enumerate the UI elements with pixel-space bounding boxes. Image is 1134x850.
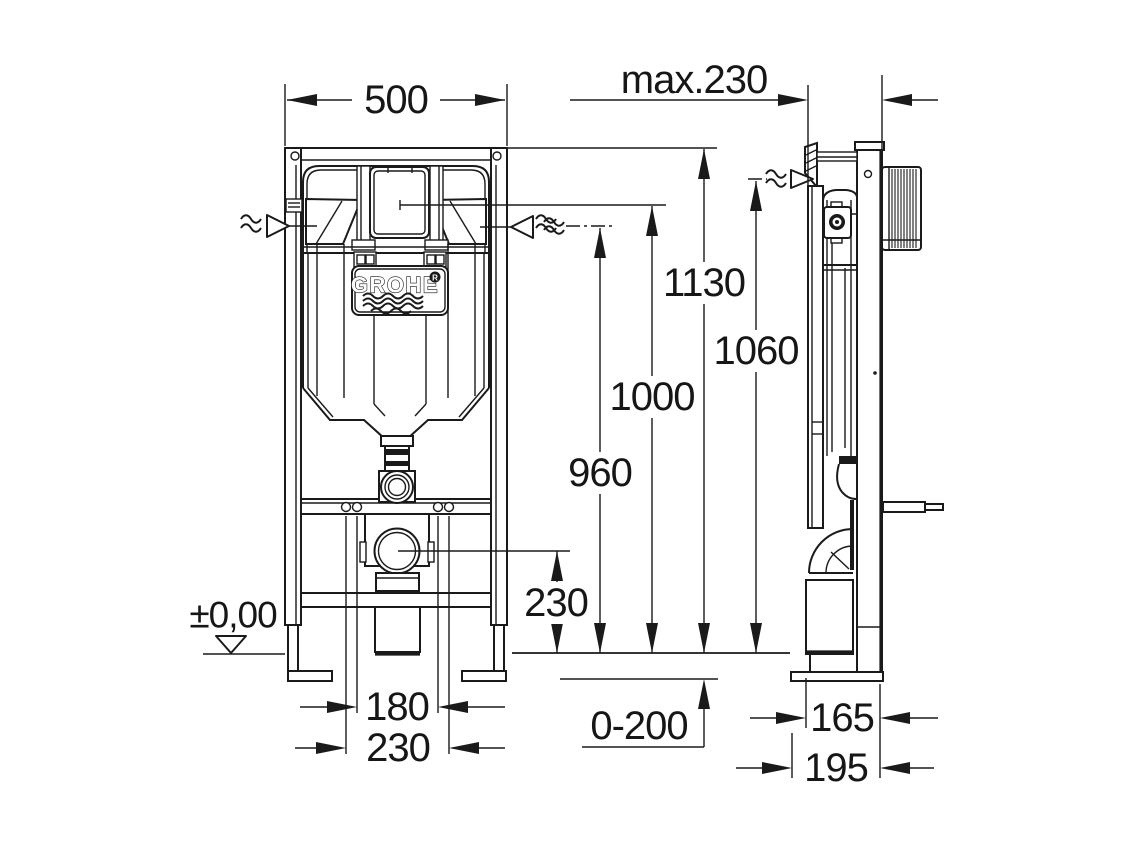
- dim-label-floor-level: ±0,00: [189, 595, 277, 636]
- grohe-logo-plate: GROHE R: [350, 265, 449, 316]
- connection-rod: [882, 501, 944, 513]
- actuator-unit: [823, 201, 852, 244]
- dim-bolt-spacing-outer: 230: [295, 726, 505, 770]
- dim-label-supply-height: 960: [568, 451, 632, 495]
- flush-pipe: [378, 435, 416, 504]
- dim-label-foot-adjustment: 0-200: [590, 704, 687, 748]
- fixing-rods: [340, 501, 455, 754]
- frame-screw-hole-right: [492, 151, 502, 161]
- mounting-frame: [284, 147, 508, 682]
- frame-front-profile: [807, 185, 824, 529]
- flush-bend-flange: [380, 470, 414, 504]
- dimensions: 500 max.230 1130: [189, 58, 938, 790]
- dim-label-frame-depth: 165: [810, 696, 874, 740]
- dim-label-outlet-height: 230: [524, 581, 588, 625]
- dim-frame-depth: 165: [750, 678, 938, 778]
- dim-label-bolt-spacing-outer: 230: [366, 726, 430, 770]
- foot-plate-right: [461, 670, 507, 682]
- dim-bolt-spacing-inner: 180: [300, 685, 505, 729]
- side-foot-plate: [790, 671, 884, 682]
- dim-label-actuator-height: 1000: [610, 375, 695, 419]
- dim-label-side-height: 1060: [714, 329, 799, 373]
- dim-actuator-height: 1000: [608, 206, 696, 653]
- dim-side-height: 1060: [712, 181, 800, 653]
- grohe-waves-icon: [362, 292, 424, 315]
- dim-footplate-depth: 195: [736, 733, 934, 790]
- dim-max-depth: max.230: [570, 58, 938, 185]
- wall-anchor-block: [880, 166, 922, 251]
- dim-label-total-height: 1130: [663, 261, 745, 305]
- wall-bracket: [804, 141, 858, 190]
- dim-label-bolt-spacing-inner: 180: [365, 685, 429, 729]
- side-view: [748, 141, 944, 682]
- dim-total-height: 1130: [660, 149, 748, 653]
- frame-screw-hole-left: [290, 151, 300, 161]
- dim-supply-height: 960: [566, 228, 634, 653]
- dim-outlet-height: 230: [521, 551, 591, 653]
- foot-plate-left: [287, 670, 333, 682]
- dim-label-footplate-depth: 195: [804, 746, 868, 790]
- svg-text:R: R: [432, 273, 438, 282]
- waste-elbow: [805, 500, 854, 672]
- cistern-side-profile: [822, 189, 858, 500]
- frame-sticker: [285, 198, 303, 213]
- water-supply-icon-side: [748, 169, 814, 189]
- dim-front-width: 500: [284, 78, 508, 146]
- dim-label-max-depth: max.230: [621, 58, 767, 102]
- dim-floor-level: ±0,00: [189, 595, 285, 655]
- dim-foot-adjustment: 0-200: [560, 678, 718, 748]
- frame-rail: [854, 141, 885, 677]
- datum-level-icon: [215, 635, 247, 654]
- registered-trademark-icon: [429, 271, 441, 283]
- waste-outlet: [359, 513, 435, 656]
- front-view: GROHE R: [240, 147, 557, 754]
- dim-label-front-width: 500: [364, 78, 428, 122]
- water-supply-icon-left: [240, 214, 317, 238]
